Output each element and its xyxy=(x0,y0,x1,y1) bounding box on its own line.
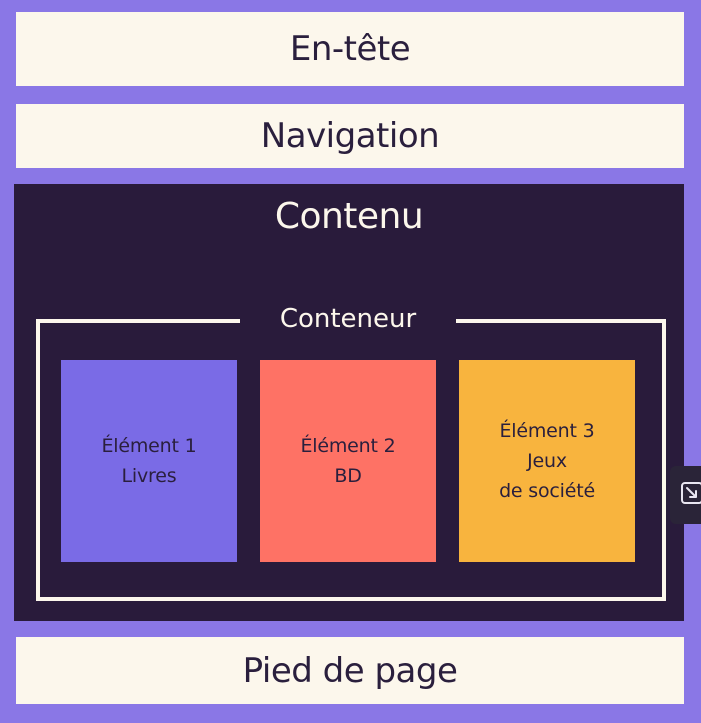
item-1-subtitle: Livres xyxy=(121,465,177,487)
item-2-box: Élément 2 BD xyxy=(260,360,436,562)
item-1-title: Élément 1 xyxy=(101,435,197,457)
footer-label: Pied de page xyxy=(242,650,458,691)
footer-block: Pied de page xyxy=(16,637,684,704)
navigation-label: Navigation xyxy=(260,116,440,156)
item-2-title: Élément 2 xyxy=(300,435,396,457)
arrow-down-right-icon xyxy=(686,487,697,498)
item-3-title: Élément 3 xyxy=(499,420,595,442)
side-panel-tab[interactable] xyxy=(670,466,701,524)
collapse-button[interactable] xyxy=(681,482,701,504)
content-title: Contenu xyxy=(274,196,424,237)
item-3-subtitle-line-2: de société xyxy=(499,480,595,502)
content-block: Contenu Conteneur Élément 1 Livres Éléme… xyxy=(14,184,684,621)
container-label: Conteneur xyxy=(240,299,456,339)
item-2-subtitle: BD xyxy=(334,465,362,487)
item-3-box: Élément 3 Jeux de société xyxy=(459,360,635,562)
item-3-subtitle-line-1: Jeux xyxy=(527,450,567,472)
item-1-box: Élément 1 Livres xyxy=(61,360,237,562)
header-block: En-tête xyxy=(16,12,684,86)
header-label: En-tête xyxy=(289,29,411,69)
navigation-block: Navigation xyxy=(16,104,684,168)
